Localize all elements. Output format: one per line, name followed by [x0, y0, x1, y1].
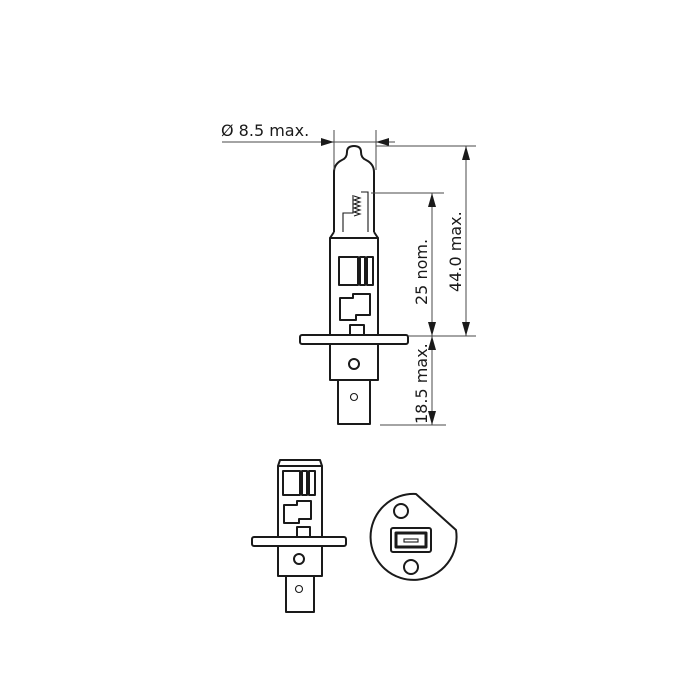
dimension-base-length: 18.5 max. [380, 336, 446, 426]
base-contact-plate [339, 293, 371, 321]
front-window-mid [301, 470, 308, 496]
base-window-right [366, 256, 374, 286]
arrow-down-icon [428, 411, 436, 425]
dimension-overall-length: 44.0 max. [376, 145, 476, 337]
arrow-up-icon [428, 336, 436, 350]
terminal-hole [349, 392, 359, 402]
front-flange [251, 536, 347, 547]
lead-wire-right [361, 191, 369, 232]
base-flange [299, 334, 409, 345]
front-rivet-hole [293, 553, 305, 565]
end-view-hole-bottom [403, 559, 419, 575]
arrow-left-icon [376, 138, 389, 146]
rivet-hole [348, 358, 360, 370]
bulb-front-view-small [251, 459, 347, 613]
dimension-light-center: 25 nom. [371, 192, 444, 336]
connector-slot [403, 538, 419, 543]
connector-inner [394, 531, 428, 549]
front-lower-housing [277, 546, 323, 577]
base-window-left [338, 256, 359, 286]
base-tab [349, 324, 365, 336]
front-window-right [308, 470, 316, 496]
glass-capsule [333, 145, 375, 232]
terminal-tab [337, 380, 371, 425]
base-end-view [369, 492, 458, 581]
filament-coil [352, 195, 362, 217]
base-window-mid [359, 256, 366, 286]
light-center-label: 25 nom. [412, 239, 431, 305]
arrow-right-icon [321, 138, 334, 146]
front-terminal-hole [294, 584, 304, 594]
arrow-down-icon [462, 322, 470, 336]
front-contact-plate [283, 500, 312, 524]
bulb-side-view [299, 145, 409, 425]
diameter-label: Ø 8.5 max. [221, 121, 309, 140]
arrow-up-icon [428, 193, 436, 207]
dimension-diameter: Ø 8.5 max. [221, 121, 395, 170]
end-view-hole-top [393, 503, 409, 519]
front-tab [296, 526, 311, 538]
front-terminal-tab [285, 576, 315, 613]
arrow-down-icon [428, 322, 436, 336]
base-length-label: 18.5 max. [412, 343, 431, 424]
front-top-cap [277, 459, 323, 467]
overall-length-label: 44.0 max. [446, 211, 465, 292]
connector-outer [390, 527, 432, 553]
arrow-up-icon [462, 146, 470, 160]
end-view-outline [369, 492, 458, 581]
front-window-left [282, 470, 301, 496]
lead-wire-left [342, 195, 354, 232]
lower-housing [329, 344, 379, 381]
